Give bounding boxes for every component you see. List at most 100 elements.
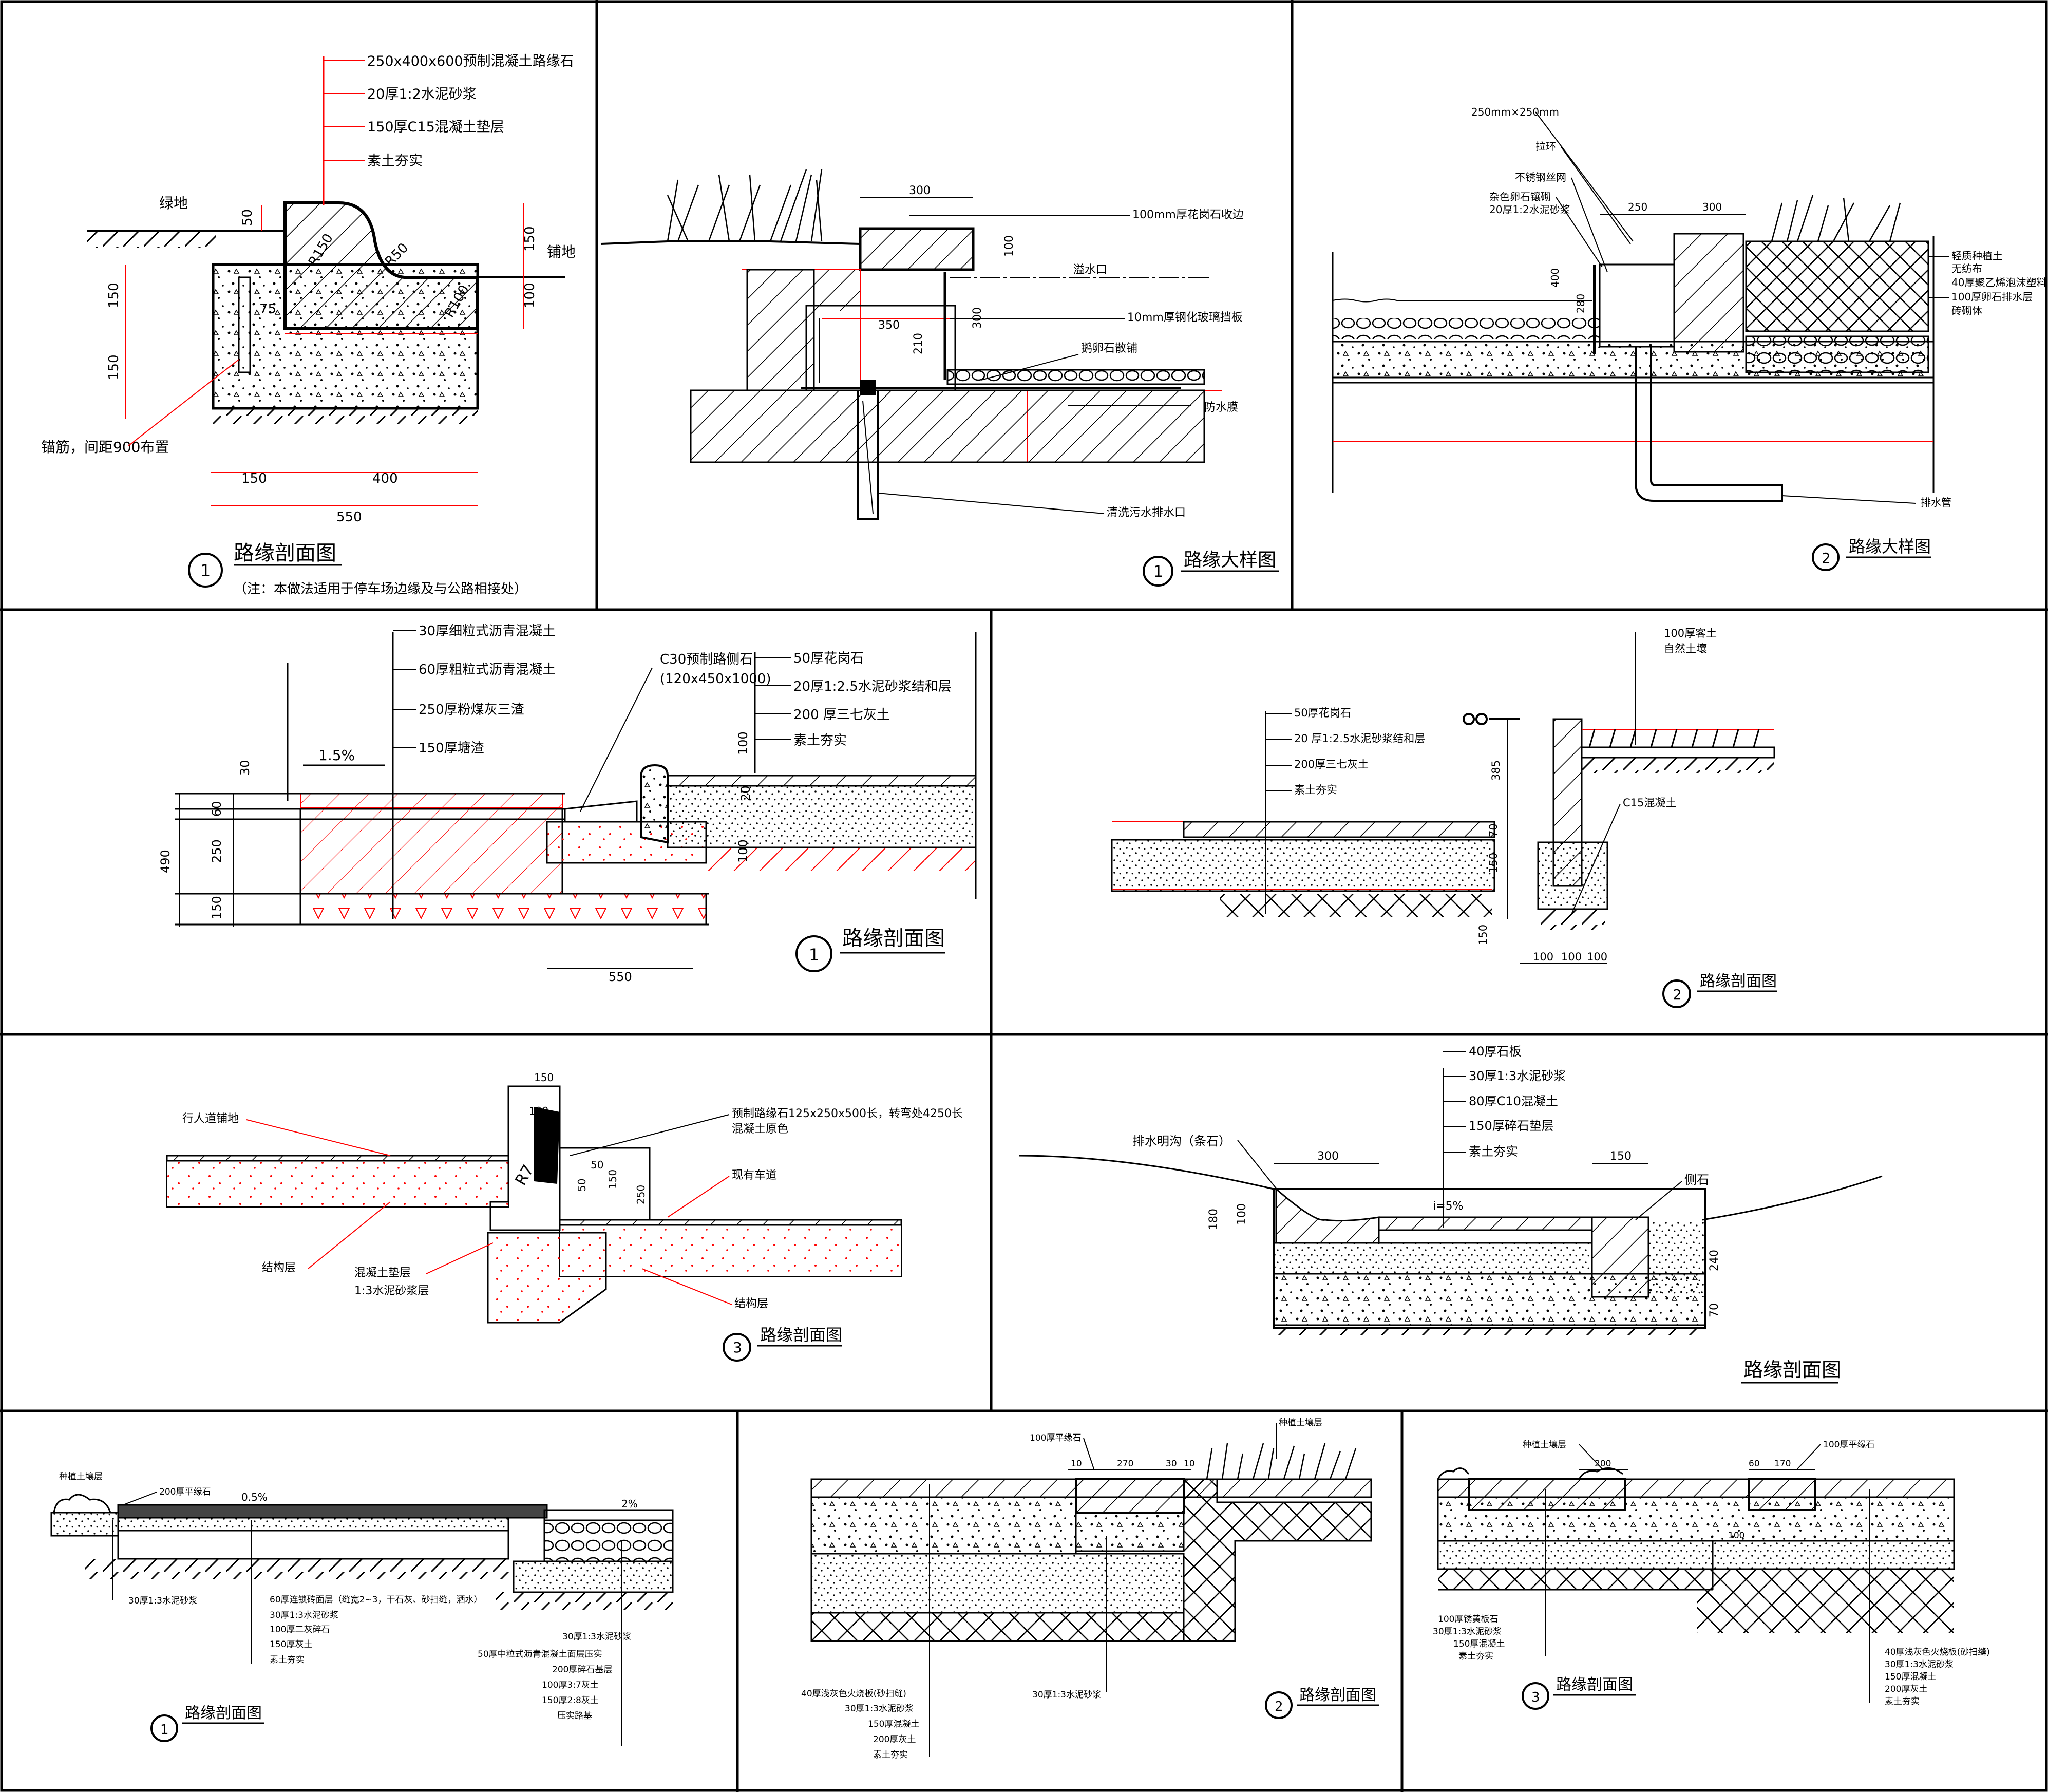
layer-label: 30厚1:3水泥砂浆 <box>128 1596 197 1606</box>
grass-icon <box>1206 1443 1357 1480</box>
dim: 250 <box>1628 201 1647 213</box>
granite-edge <box>859 227 975 271</box>
dimensions: 30 60 250 150 490 100 20 100 550 <box>158 731 753 984</box>
dimensions: 150 100 50 50 150 250 R7 <box>512 1071 647 1204</box>
pebbles <box>1333 318 1600 339</box>
callout: 清洗污水排水口 <box>1107 506 1186 519</box>
title-number: 1 <box>809 945 819 965</box>
dim: 70 <box>1487 823 1500 837</box>
inner-channel <box>805 305 956 391</box>
drain-label: 排水明沟（条石） <box>1132 1134 1231 1148</box>
layer-label: 30厚1:3水泥砂浆 <box>1885 1659 1954 1670</box>
dim: 150 <box>1610 1150 1632 1163</box>
top-labels: 种植土壤层 200厚平缘石 <box>59 1471 211 1505</box>
layer-label: 60厚粗粒式沥青混凝土 <box>419 662 556 677</box>
lime-soil <box>1111 839 1495 892</box>
dim: 60 <box>210 801 224 817</box>
dim: 490 <box>158 850 173 873</box>
title-number: 1 <box>200 561 211 580</box>
callout: 行人道铺地 <box>182 1112 239 1125</box>
dim: 100 <box>1236 1203 1248 1225</box>
flat-curb <box>1075 1478 1185 1514</box>
ash-layer <box>299 808 563 895</box>
plant-icon <box>1771 195 1901 242</box>
curb-name: C30预制路侧石 <box>660 652 753 667</box>
dim: 250 <box>635 1185 647 1204</box>
title-number: 1 <box>160 1722 169 1738</box>
layer-label: 80厚C10混凝土 <box>1469 1094 1558 1108</box>
grass-icon <box>667 169 823 242</box>
dim-150b: 150 <box>106 354 122 380</box>
panel-title: 路缘剖面图 <box>1556 1676 1633 1694</box>
layer-label: 100厚二灰碎石 <box>270 1625 330 1635</box>
dim: 180 <box>1207 1209 1220 1230</box>
layer-label: 30厚1:3水泥砂浆 <box>1469 1069 1566 1083</box>
gravel-layer <box>299 893 707 926</box>
callout: 250mm×250mm <box>1471 106 1559 118</box>
chain-icon <box>1463 713 1520 725</box>
title-number: 3 <box>733 1339 742 1356</box>
callout: 结构层 <box>262 1261 296 1274</box>
layer-label: 50厚花岗石 <box>1294 707 1351 719</box>
title-block: 3 路缘剖面图 <box>1522 1676 1636 1710</box>
dim: 100 <box>1728 1531 1744 1541</box>
layer-label: 20 厚1:2.5水泥砂浆结和层 <box>1294 732 1425 745</box>
structure-layer <box>166 1160 509 1208</box>
dim: 170 <box>1774 1459 1791 1469</box>
curb-stone <box>283 201 479 334</box>
layer-label: 150厚混凝土 <box>1453 1639 1505 1649</box>
left-labels: 250mm×250mm 拉环 不锈钢丝网 杂色卵石镶砌 20厚1:2水泥砂浆 <box>1471 106 1634 273</box>
right-labels: 30厚1:3水泥砂浆 50厚中粒式沥青混凝土面层压实 200厚碎石基层 100厚… <box>478 1541 631 1746</box>
dim: 100 <box>529 1105 548 1117</box>
side-label: 侧石 <box>1684 1173 1709 1187</box>
layer-label: 素土夯实 <box>367 153 423 169</box>
pebbles <box>946 369 1205 385</box>
panel-title: 路缘剖面图 <box>842 927 945 950</box>
layer-label: 素土夯实 <box>1469 1144 1518 1159</box>
dim: 200 <box>1595 1459 1611 1469</box>
anchor-label: 锚筋，间距900布置 <box>41 439 169 456</box>
dimensions: 385 70 150 150 100 100 100 <box>1477 719 1607 964</box>
labels: 100mm厚花岗石收边 溢水口 10mm厚钢化玻璃挡板 鹅卵石散铺 防水膜 清洗… <box>878 209 1244 519</box>
callout: 自然土壤 <box>1664 643 1707 655</box>
callout: 100厚平缘石 <box>1823 1440 1874 1450</box>
dim: 60 <box>1749 1459 1760 1469</box>
layer-label: 150厚混凝土 <box>868 1719 919 1729</box>
callout: 无纺布 <box>1951 262 1982 275</box>
callout: 混凝土原色 <box>732 1123 788 1136</box>
panel-title: 路缘剖面图 <box>1743 1359 1841 1381</box>
callout: 现有车道 <box>732 1169 777 1182</box>
panel-curb-section-2: 50厚花岗石 20 厚1:2.5水泥砂浆结和层 200厚三七灰土 素土夯实 10… <box>1111 627 1777 1008</box>
callout: 100厚卵石排水层 <box>1951 291 2033 303</box>
dim-150c: 150 <box>522 226 538 252</box>
dim: 280 <box>1575 294 1587 313</box>
layer-label: 100厚3:7灰土 <box>542 1680 599 1690</box>
dimensions: 10 270 30 10 <box>1068 1459 1195 1470</box>
ground-left <box>87 230 285 248</box>
layer-label: 30厚1:3水泥砂浆 <box>845 1704 914 1714</box>
callout: 杂色卵石镶砌 <box>1489 191 1551 203</box>
panel-note: （注：本做法适用于停车场边缘及与公路相接处） <box>234 581 527 597</box>
layer-label: 250x400x600预制混凝土路缘石 <box>367 53 574 69</box>
concrete-bed <box>487 1232 607 1324</box>
dim: 50 <box>591 1159 603 1171</box>
pipe-label: 排水管 <box>1921 496 1951 508</box>
dimensions <box>125 203 524 506</box>
layer-label: 30厚细粒式沥青混凝土 <box>419 624 556 639</box>
title-block: 1 路缘剖面图 （注：本做法适用于停车场边缘及与公路相接处） <box>188 541 527 597</box>
callout: 拉环 <box>1535 140 1556 153</box>
callout: 预制路缘石125x250x500长，转弯处4250长 <box>732 1107 963 1120</box>
layer-label: 250厚粉煤灰三渣 <box>419 702 524 718</box>
curb-label: C30预制路侧石 (120x450x1000) <box>580 652 771 812</box>
dim: 150 <box>210 896 224 919</box>
dim: 100 <box>736 731 750 755</box>
dim: 30 <box>238 760 252 776</box>
dim: 150 <box>534 1071 554 1084</box>
top-labels: 种植土壤层 100厚平缘石 <box>1523 1439 1874 1469</box>
dimensions: 200 60 170 100 <box>1579 1459 1815 1541</box>
callout: 鹅卵石散铺 <box>1081 342 1137 355</box>
dim: 210 <box>912 333 925 354</box>
callout: 种植土壤层 <box>1279 1417 1322 1428</box>
layer-label: 30厚1:3水泥砂浆 <box>562 1632 631 1642</box>
title-block: 1 路缘剖面图 <box>795 927 945 972</box>
